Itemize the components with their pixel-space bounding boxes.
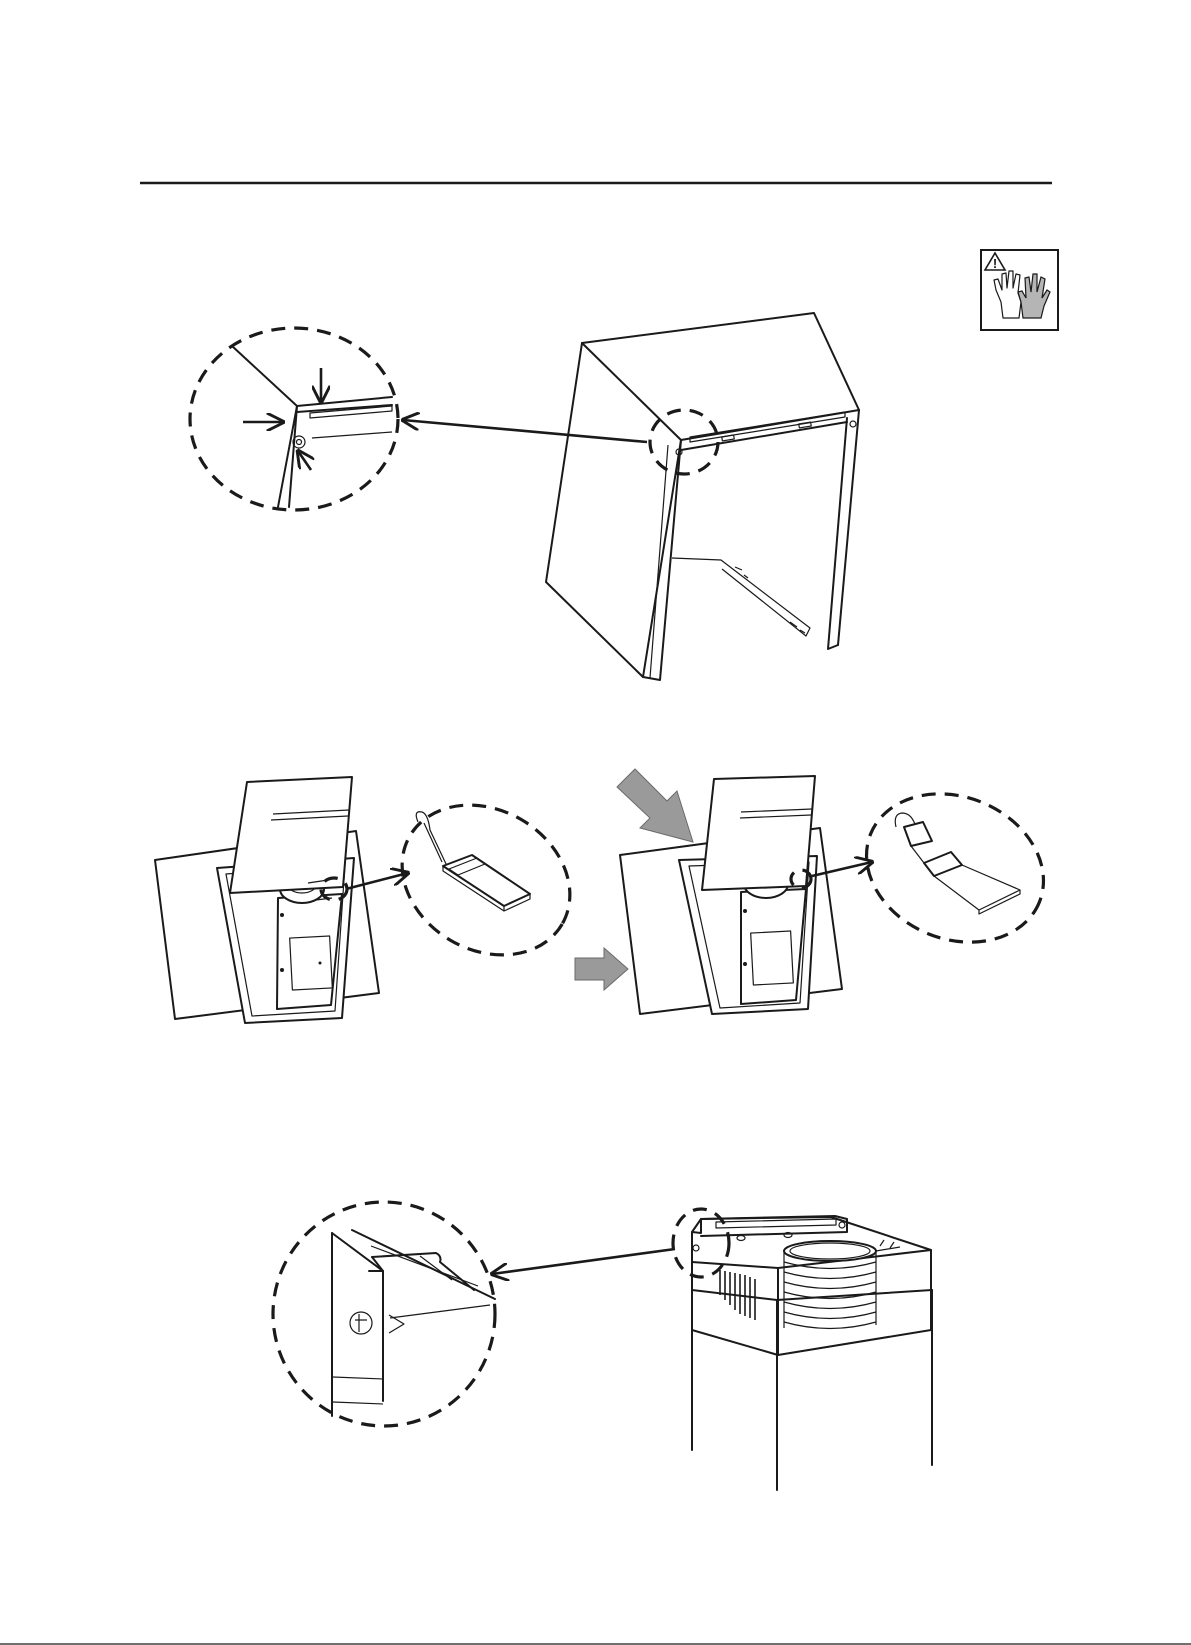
direction-arrow-push-down <box>617 769 693 842</box>
step2-connector-zoom-left <box>375 775 597 984</box>
direction-arrow-right <box>575 948 628 990</box>
step3-pointer-arrow <box>492 1249 675 1274</box>
step2-hood-left <box>155 777 379 1023</box>
step3-detail-zoom <box>273 1202 495 1426</box>
step3-chimney-top <box>673 1209 932 1490</box>
step2-connector-zoom-right <box>844 768 1066 968</box>
svg-text:!: ! <box>993 256 997 271</box>
step1-pointer-arrow <box>403 420 647 442</box>
step1-chimney <box>546 313 859 680</box>
step1-detail-zoom <box>190 328 398 510</box>
gloves-warning-icon: ! <box>981 250 1058 330</box>
